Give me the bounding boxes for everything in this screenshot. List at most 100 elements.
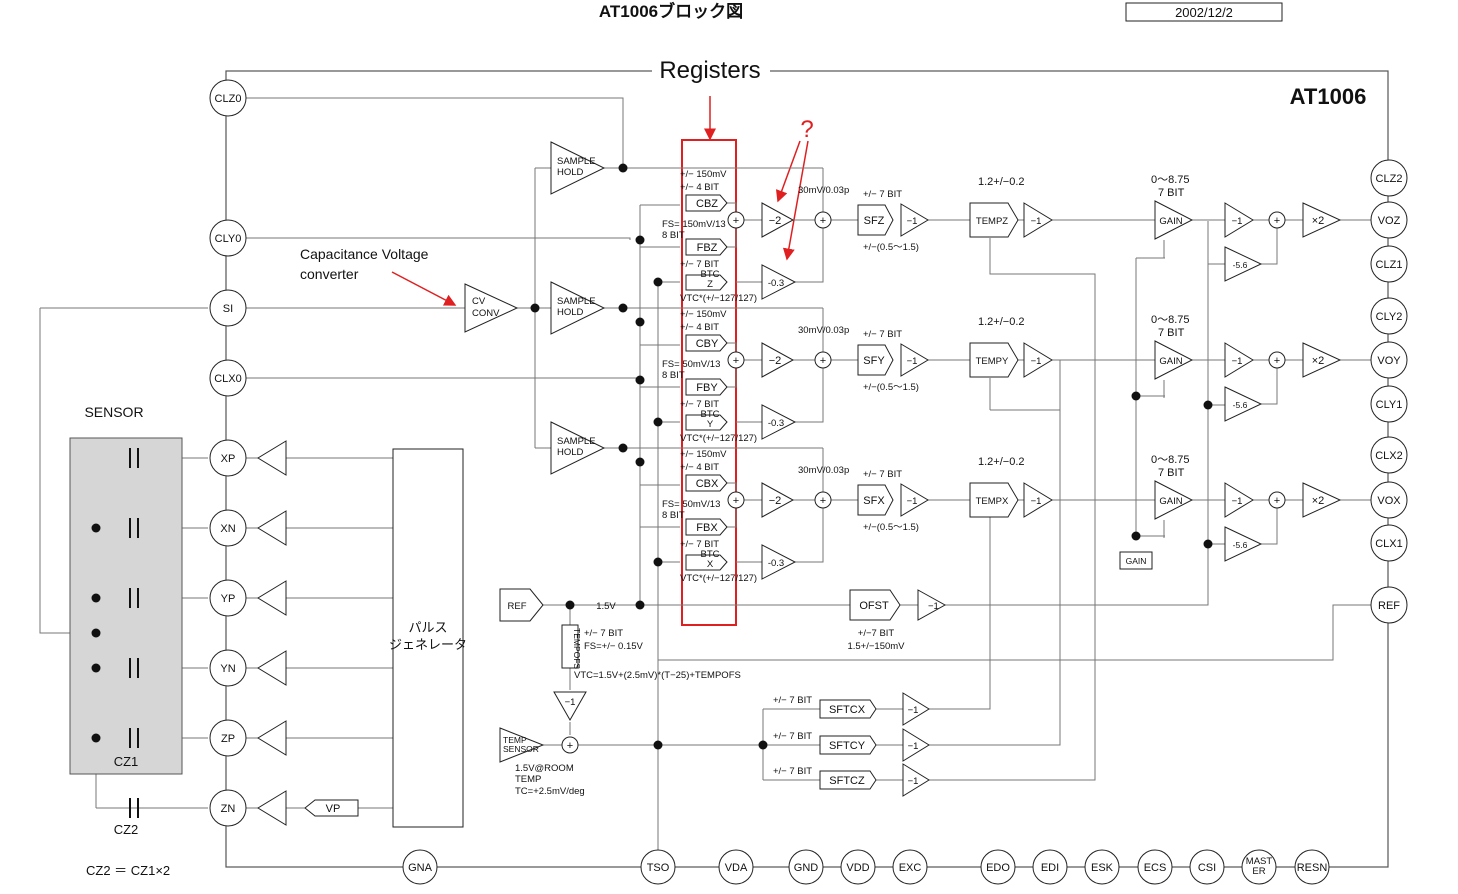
pin-label-cly2: CLY2 (1376, 311, 1403, 323)
channel-z-fb-register (685, 238, 728, 256)
pin-yn (209, 649, 247, 687)
pulse-generator-label-line2: ジェネレータ (389, 637, 467, 652)
pin-label-si: SI (223, 303, 233, 315)
cap-conv-annotation-line1: Capacitance Voltage (300, 246, 429, 262)
channel-x-feedback (1261, 508, 1278, 545)
sftc-inverter-z (902, 763, 930, 797)
pin-clz2 (1370, 159, 1408, 197)
channel-y-input-sum-plus: + (733, 355, 739, 367)
channel-x-temp-range: 1.2+/−0.2 (978, 456, 1025, 468)
channel-z-btc-axis: Z (707, 279, 713, 290)
tempofs-label: TEMPOFS (572, 628, 582, 669)
pin-label-clz1: CLZ1 (1376, 259, 1403, 271)
pin-label-tso: TSO (647, 862, 670, 874)
channel-y-bit4-label: +/− 4 BIT (680, 322, 719, 333)
sample-hold-label-0: SAMPLE (557, 156, 596, 167)
pin-label-cly0: CLY0 (215, 233, 242, 245)
sftc-inverter-label-x: −1 (908, 705, 919, 716)
junction-dot-19 (91, 523, 101, 533)
pin-clx0 (209, 359, 247, 397)
junction-dot-3 (530, 303, 540, 313)
pin-driver-2 (257, 580, 287, 616)
sensor-capacitor-5 (129, 798, 139, 818)
pin-label-clx0: CLX0 (214, 373, 242, 385)
pin-clz1 (1370, 245, 1408, 283)
sftc-inverter-x (902, 692, 930, 726)
channel-x-gain-minus2 (761, 482, 795, 518)
channel-z-vtc-label: VTC*(+/−127/127) (680, 293, 757, 304)
pin-label-clx2: CLX2 (1375, 450, 1403, 462)
junction-dot-11 (635, 600, 645, 610)
channel-y-temp-label: TEMPY (976, 356, 1009, 367)
channel-y-fb-label: FBY (696, 382, 718, 394)
pin-label-exc: EXC (899, 862, 922, 874)
channel-x-temp-block (969, 482, 1019, 518)
cz2-label: CZ2 (114, 822, 139, 837)
ofst-inverter (917, 589, 947, 621)
channel-y-offset-sum (814, 351, 832, 369)
channel-x-gain-minus03 (761, 544, 797, 580)
temp-label: TEMP (515, 774, 541, 785)
channel-z-fs-label: FS= 150mV/13 (662, 219, 726, 230)
temp-sum-node (561, 736, 579, 754)
channel-y-gain-minus2-label: −2 (769, 355, 782, 367)
junction-dot-12 (565, 600, 575, 610)
channel-z-gain-minus2-label: −2 (769, 215, 782, 227)
question-arrow-1 (775, 140, 801, 203)
channel-x-bit7-label: +/− 7 BIT (680, 539, 719, 550)
pin-voz (1370, 201, 1408, 239)
channel-z-gain-bits: 7 BIT (1158, 187, 1185, 199)
channel-y-x2-amp (1302, 342, 1342, 378)
ofst-range: 1.5+/−150mV (847, 641, 905, 652)
channel-z-sf-bits: +/− 7 BIT (863, 189, 902, 200)
junction-dot-15 (1131, 391, 1141, 401)
pin-driver-1 (257, 510, 287, 546)
pin-vda (718, 849, 754, 885)
pin-cly1 (1370, 385, 1408, 423)
channel-x-vtc-label: VTC*(+/−127/127) (680, 573, 757, 584)
channel-z-offset-path (736, 168, 824, 283)
channel-z-temp-label: TEMPZ (976, 216, 1008, 227)
channel-y-cb-register (685, 334, 728, 352)
sensor-capacitor-1 (129, 518, 139, 538)
pin-label-edi: EDI (1041, 862, 1059, 874)
sensor-title: SENSOR (84, 404, 143, 420)
channel-z-offset-sum-plus: + (820, 215, 826, 227)
channel-z-btc-label: BTC (701, 269, 720, 280)
channel-y-offset-path (736, 308, 824, 423)
temp-sum-plus: + (567, 740, 573, 752)
pin-label-xn: XN (220, 523, 235, 535)
sftc-label-z: SFTCZ (829, 775, 865, 787)
sensor-box (69, 437, 183, 775)
sensor-capacitor-3 (129, 658, 139, 678)
channel-z-sf-inverter-label: −1 (907, 216, 918, 227)
pin-edo (980, 849, 1016, 885)
junction-dot-8 (653, 557, 663, 567)
channel-y-x2-label: ×2 (1312, 355, 1325, 367)
pin-label-zp: ZP (221, 733, 235, 745)
registers-annotation: Registers (659, 57, 760, 84)
tempofs-bits: +/− 7 BIT (584, 628, 623, 639)
cv-conv-label-2: CONV (472, 308, 500, 319)
pin-xn (209, 509, 247, 547)
sensor-capacitor-0 (129, 448, 139, 468)
ref-block-label: REF (508, 601, 527, 612)
sample-hold-sublabel-2: HOLD (557, 447, 584, 458)
sensor-capacitor-4 (129, 728, 139, 748)
temp-sensor-block (499, 727, 545, 763)
channel-y-fb-register (685, 378, 728, 396)
channel-y-temp-inverter-label: −1 (1031, 356, 1042, 367)
sample-hold-sublabel-1: HOLD (557, 307, 584, 318)
channel-x-gain-minus2-label: −2 (769, 495, 782, 507)
channel-z-output-sum (1268, 211, 1286, 229)
channel-x-input-sum-plus: + (733, 495, 739, 507)
channel-x-temp-inverter-label: −1 (1031, 496, 1042, 507)
channel-x-offset-sum (814, 491, 832, 509)
sftc-bits-z: +/− 7 BIT (773, 766, 812, 777)
pin-mast-er (1241, 849, 1277, 885)
junction-dot-21 (91, 628, 101, 638)
channel-x-gain-amp-label: GAIN (1159, 496, 1182, 507)
channel-z-feedback-amp (1224, 246, 1263, 282)
pin-gnd (788, 849, 824, 885)
